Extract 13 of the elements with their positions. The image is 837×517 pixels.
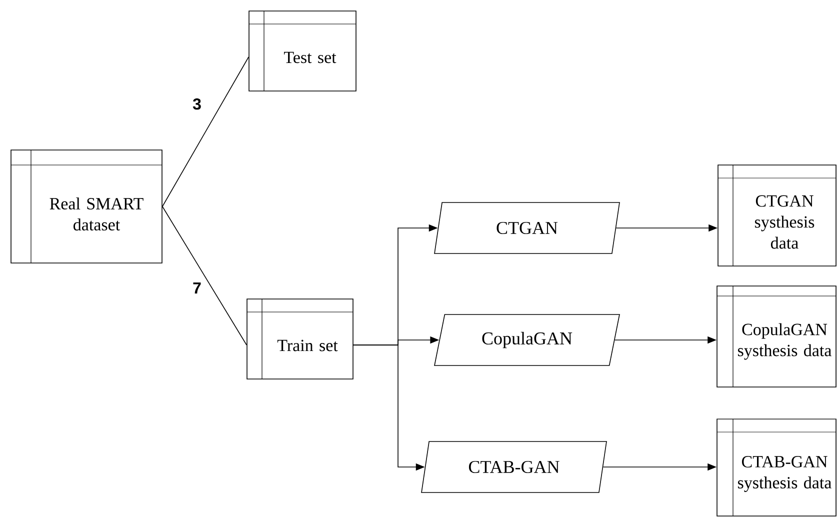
table-box: CopulaGAN systhesis data bbox=[716, 286, 836, 388]
parallelogram-box: CTAB-GAN bbox=[421, 441, 607, 493]
edge-label: 7 bbox=[192, 282, 202, 294]
table-box: Real SMART dataset bbox=[10, 150, 162, 264]
parallelogram-box: CopulaGAN bbox=[434, 314, 620, 366]
table-box: CTAB-GAN systhesis data bbox=[716, 418, 836, 516]
table-box: Test set bbox=[248, 10, 356, 92]
parallelogram-box: CTGAN bbox=[434, 202, 620, 254]
table-box: CTGAN systhesis data bbox=[718, 164, 836, 266]
edge-label: 3 bbox=[192, 97, 202, 111]
table-box: Train set bbox=[246, 298, 354, 380]
connector-line bbox=[162, 206, 247, 346]
connector-line bbox=[162, 56, 249, 207]
